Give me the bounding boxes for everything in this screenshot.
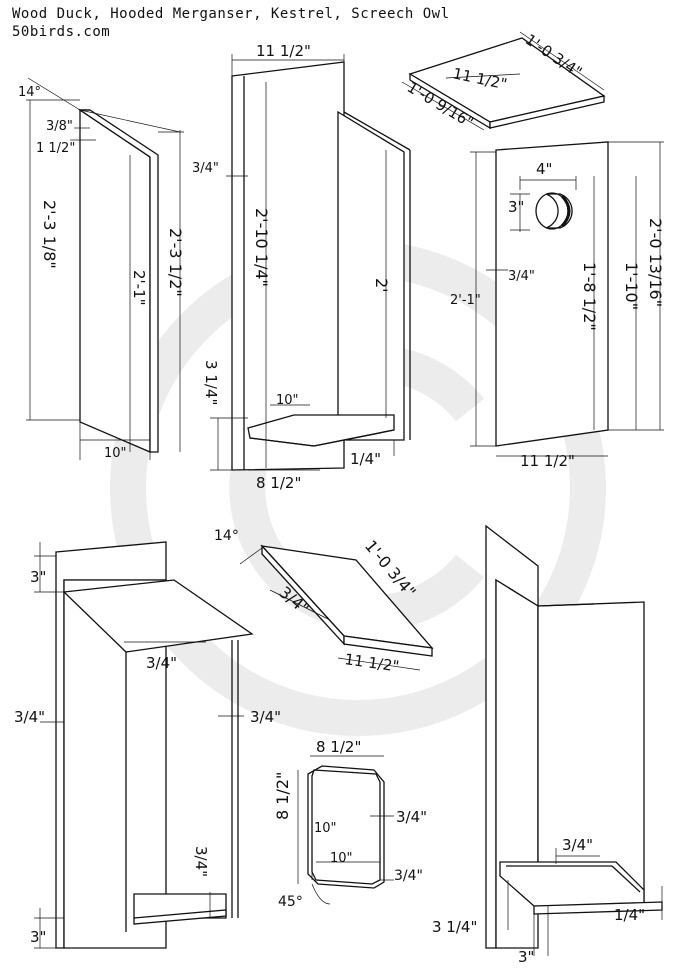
assembled-dim-bottom-gap: 3"	[30, 928, 46, 946]
assembled-box	[55, 541, 254, 949]
floor-dim-top-width: 8 1/2"	[316, 738, 361, 756]
front-dim-thickness: 3/4"	[508, 269, 535, 284]
back-dim-floor-width: 8 1/2"	[256, 474, 301, 492]
floor-dim-right-edge: 3/4"	[396, 808, 427, 826]
section-dim-bottom: 3"	[518, 948, 534, 966]
front-dim-hole-height: 3"	[508, 198, 524, 216]
section-dims	[507, 848, 663, 956]
side-dim-front-edge: 1 1/2"	[36, 141, 75, 156]
floor-dim-inner-width: 10"	[330, 851, 353, 866]
back-dim-thickness: 3/4"	[192, 161, 219, 176]
front-dim-height-right: 2'-0 13/16"	[646, 218, 665, 307]
front-dim-hole-to-bottom: 1'-8 1/2"	[580, 262, 599, 331]
front-dim-hole-center: 1'-10"	[622, 262, 641, 310]
floor-dims	[297, 755, 394, 905]
side-dim-height-inner: 2'-1"	[130, 270, 148, 306]
section-view	[485, 524, 663, 949]
back-dims	[210, 54, 395, 471]
roof-dims	[401, 31, 605, 131]
section-dim-floor-offset: 3 1/4"	[432, 918, 477, 936]
roof-detail-dim-angle: 14°	[214, 528, 239, 544]
assembled-dim-top-gap: 3"	[30, 568, 46, 586]
side-dim-width: 10"	[104, 446, 127, 461]
assembled-dim-floor: 3/4"	[192, 846, 210, 877]
section-dim-gap: 1/4"	[614, 906, 645, 924]
floor-dim-corner: 3/4"	[394, 868, 423, 884]
section-dim-floor-thickness: 3/4"	[562, 836, 593, 854]
floor-dim-height: 8 1/2"	[273, 772, 292, 820]
front-dim-height-left: 2'-1"	[450, 293, 481, 308]
front-dim-hole-width: 4"	[536, 160, 552, 178]
side-dim-angle: 14°	[18, 85, 41, 100]
header-site: 50birds.com	[12, 24, 111, 40]
back-dim-gap: 1/4"	[350, 450, 381, 468]
back-dim-height: 2'-10 1/4"	[252, 208, 271, 287]
front-dim-width: 11 1/2"	[520, 452, 575, 470]
back-panel	[231, 61, 411, 471]
roof-detail-dim-width: 11 1/2"	[343, 650, 400, 675]
back-dim-floor-offset: 3 1/4"	[202, 360, 220, 405]
roof-panel	[408, 37, 606, 130]
side-dim-height-back: 2'-3 1/8"	[40, 200, 59, 269]
side-dims	[26, 77, 184, 460]
roof-detail-dims	[239, 547, 433, 671]
header-title: Wood Duck, Hooded Merganser, Kestrel, Sc…	[12, 6, 450, 22]
side-dim-inset: 3/8"	[46, 119, 73, 134]
assembled-dims	[34, 542, 244, 949]
back-dim-width: 11 1/2"	[256, 42, 311, 60]
assembled-dim-roof: 3/4"	[146, 654, 177, 672]
roof-detail	[260, 544, 434, 657]
assembled-dim-left: 3/4"	[14, 708, 45, 726]
side-dim-height-front: 2'-3 1/2"	[166, 228, 185, 297]
front-dims	[470, 141, 664, 457]
floor-dim-inner-height: 10"	[314, 821, 337, 836]
back-dim-side-height: 2'	[372, 278, 391, 293]
assembled-dim-right: 3/4"	[250, 708, 281, 726]
floor-dim-corner-angle: 45°	[278, 894, 303, 910]
back-dim-floor-depth: 10"	[276, 393, 299, 408]
